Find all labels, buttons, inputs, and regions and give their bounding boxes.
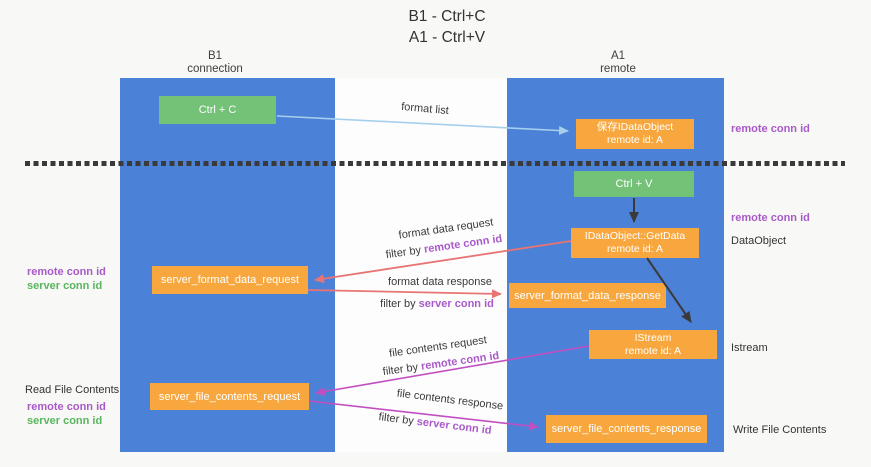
node-server-format-data-request: server_format_data_request: [152, 266, 308, 294]
node-ctrl-c: Ctrl + C: [159, 96, 276, 124]
node-istream: IStream remote id: A: [589, 330, 717, 359]
label-server-conn-id-left: server conn id: [27, 280, 103, 292]
arrow-label-filter-server-1: filter by server conn id: [380, 298, 494, 310]
node-istream-line1: IStream: [634, 331, 672, 344]
title-line-2: A1 - Ctrl+V: [408, 29, 486, 46]
label-read-file-contents: Read File Contents: [25, 384, 120, 396]
lifeline-header-b1: B1 connection: [155, 50, 275, 76]
label-write-file-contents: Write File Contents: [733, 424, 827, 436]
label-dataobject: DataObject: [731, 235, 787, 247]
label-remote-conn-id-left: remote conn id: [27, 266, 106, 278]
title-line-1: B1 - Ctrl+C: [408, 8, 486, 25]
node-server-file-contents-response-label: server_file_contents_response: [551, 423, 702, 435]
node-getdata-line1: IDataObject::GetData: [584, 230, 686, 242]
node-server-format-data-request-label: server_format_data_request: [160, 274, 300, 286]
node-getdata-line2: remote id: A: [606, 243, 664, 255]
node-save-idataobject: 保存IDataObject remote id: A: [576, 119, 694, 149]
label-remote-conn-id-mid-right: remote conn id: [731, 212, 810, 224]
diagram-title: B1 - Ctrl+C A1 - Ctrl+V: [297, 6, 597, 48]
node-server-format-data-response: server_format_data_response: [509, 283, 666, 308]
lifeline-header-a1: A1 remote: [558, 50, 678, 76]
node-ctrl-c-label: Ctrl + C: [198, 104, 237, 116]
label-istream: Istream: [731, 342, 768, 354]
arrow-label-format-data-response: format data response: [388, 276, 492, 288]
lifeline-b1-name: B1: [207, 50, 223, 62]
lifeline-b1-subtitle: connection: [187, 63, 243, 75]
copy-paste-separator-dashed-line: [25, 161, 845, 166]
node-ctrl-v: Ctrl + V: [574, 171, 694, 197]
lifeline-a1-subtitle: remote: [600, 63, 636, 75]
node-idataobject-getdata: IDataObject::GetData remote id: A: [571, 228, 699, 258]
label-server-conn-id-bottom-left: server conn id: [27, 415, 103, 427]
node-server-file-contents-request-label: server_file_contents_request: [158, 390, 301, 403]
node-server-format-data-response-label: server_format_data_response: [514, 289, 661, 302]
node-istream-line2: remote id: A: [624, 344, 682, 357]
label-remote-conn-id-bottom-left: remote conn id: [27, 401, 106, 413]
lifeline-a1-name: A1: [610, 50, 626, 62]
node-ctrl-v-label: Ctrl + V: [615, 178, 653, 190]
node-save-idataobject-line1: 保存IDataObject: [596, 121, 674, 133]
node-server-file-contents-response: server_file_contents_response: [546, 415, 707, 443]
node-save-idataobject-line2: remote id: A: [606, 134, 664, 146]
node-server-file-contents-request: server_file_contents_request: [150, 383, 309, 410]
label-remote-conn-id-top-right: remote conn id: [731, 123, 810, 135]
